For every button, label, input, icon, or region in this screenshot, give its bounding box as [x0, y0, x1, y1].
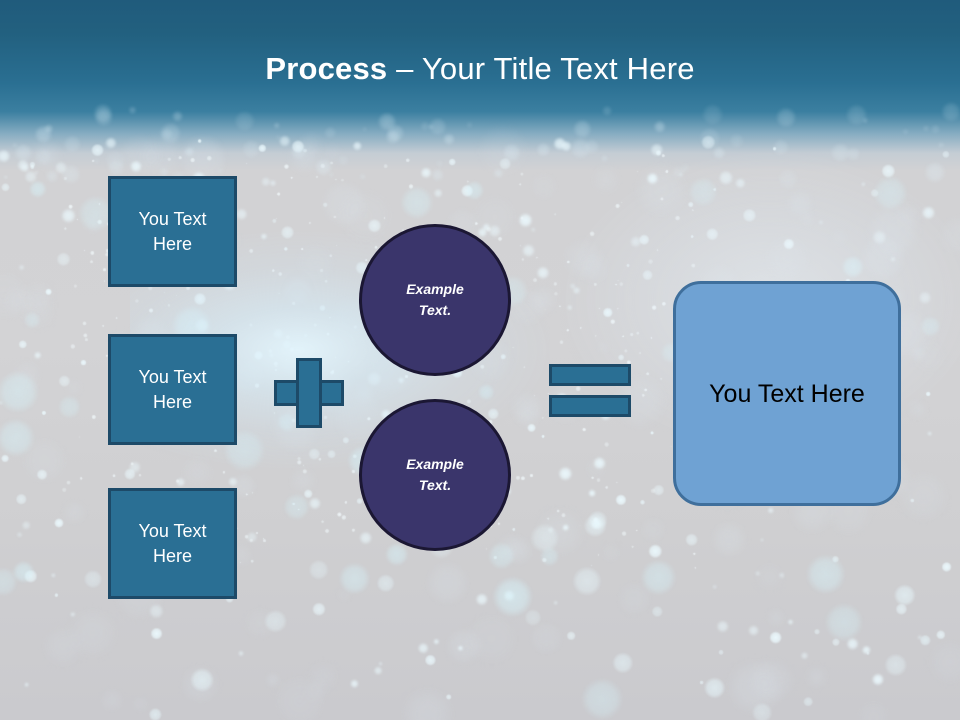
- input-box-3-label: You Text Here: [138, 519, 206, 569]
- input-box-2-label: You Text Here: [138, 365, 206, 415]
- result-box[interactable]: You Text Here: [673, 281, 901, 506]
- input-box-1[interactable]: You Text Here: [108, 176, 237, 287]
- input-box-1-line1: You Text: [138, 208, 207, 229]
- input-box-1-label: You Text Here: [138, 207, 206, 257]
- input-box-3-line2: Here: [152, 545, 192, 566]
- example-circle-2-line1: Example: [406, 456, 464, 472]
- example-circle-2-line2: Text.: [418, 477, 452, 493]
- plus-icon: [274, 358, 344, 428]
- example-circle-1[interactable]: Example Text.: [359, 224, 511, 376]
- equals-icon-bottom-bar: [549, 395, 631, 417]
- slide-title: Process – Your Title Text Here: [0, 49, 960, 89]
- example-circle-2[interactable]: Example Text.: [359, 399, 511, 551]
- slide-title-strong: Process: [265, 51, 388, 86]
- plus-icon-center-fill: [299, 383, 319, 403]
- input-box-3-line1: You Text: [138, 520, 207, 541]
- result-box-label: You Text Here: [709, 379, 865, 408]
- example-circle-1-line2: Text.: [418, 302, 452, 318]
- slide-title-rest: – Your Title Text Here: [387, 51, 695, 86]
- input-box-1-line2: Here: [152, 233, 192, 254]
- input-box-3[interactable]: You Text Here: [108, 488, 237, 599]
- input-box-2-line2: Here: [152, 391, 192, 412]
- example-circle-1-line1: Example: [406, 281, 464, 297]
- input-box-2[interactable]: You Text Here: [108, 334, 237, 445]
- header-gradient-band: [0, 0, 960, 180]
- input-box-2-line1: You Text: [138, 366, 207, 387]
- equals-icon: [549, 364, 631, 417]
- equals-icon-top-bar: [549, 364, 631, 386]
